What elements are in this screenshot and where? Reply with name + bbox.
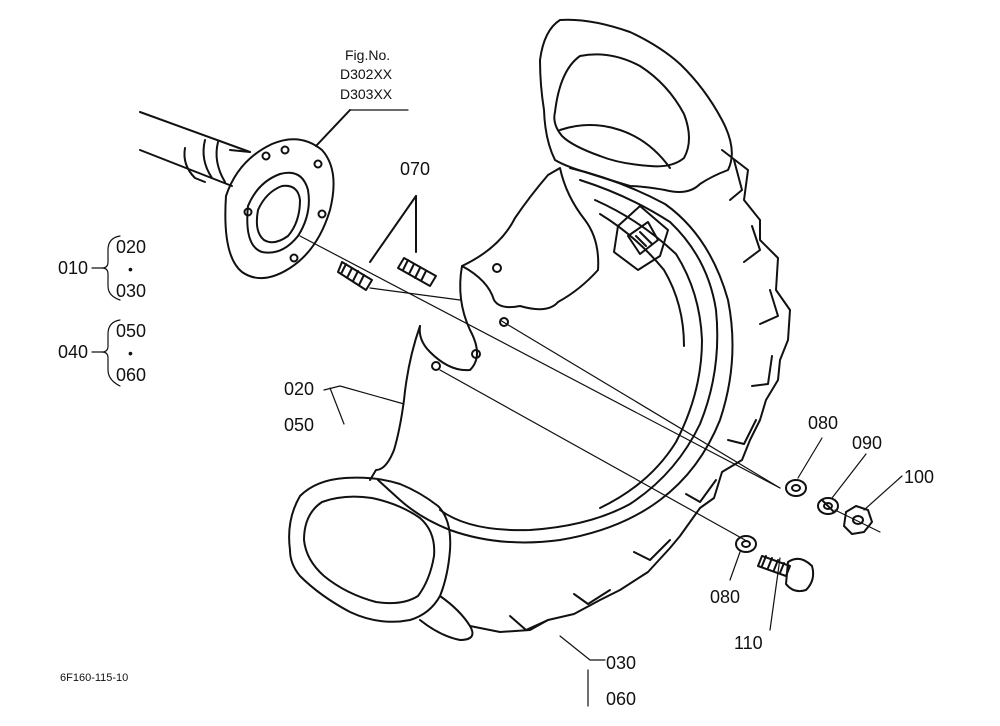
callout-040-a: 050	[116, 321, 147, 341]
nut-100	[843, 505, 873, 535]
wheel-studs	[337, 195, 437, 291]
callout-rim-050: 050	[284, 415, 315, 435]
leader-lines	[323, 109, 903, 707]
callout-040-sep: •	[128, 345, 133, 361]
lock-washer-090	[817, 497, 839, 515]
callout-010-b: 030	[116, 281, 147, 301]
wheel-rim	[369, 167, 734, 544]
group-brackets	[91, 235, 121, 387]
callout-070: 070	[400, 159, 431, 179]
assembly-axis-line	[299, 235, 881, 541]
callout-tire-060: 060	[606, 689, 637, 709]
callout-040-b: 060	[116, 365, 147, 385]
callout-080-bottom: 080	[710, 587, 741, 607]
callout-rim-020: 020	[284, 379, 315, 399]
callout-080-top: 080	[808, 413, 839, 433]
fig-number-1: D302XX	[340, 66, 393, 82]
fig-number-2: D303XX	[340, 86, 393, 102]
callout-010-a: 020	[116, 237, 147, 257]
callout-010-sep: •	[128, 261, 133, 277]
tire-tread-lugs	[469, 149, 791, 633]
tire-section-bottom	[288, 476, 474, 641]
hub-flange	[224, 109, 351, 279]
bolt-110	[757, 555, 815, 593]
washer-080-top	[785, 479, 807, 497]
tire-section-top	[539, 18, 733, 193]
drawing-code: 6F160-115-10	[60, 672, 129, 684]
axle-shaft	[139, 111, 251, 187]
callout-010: 010	[58, 258, 89, 278]
fig-label: Fig.No.	[345, 47, 391, 63]
callout-100: 100	[904, 467, 935, 487]
callout-040: 040	[58, 342, 89, 362]
callout-110: 110	[734, 633, 763, 653]
callout-090: 090	[852, 433, 883, 453]
callout-tire-030: 030	[606, 653, 637, 673]
washer-080-bottom	[735, 535, 757, 553]
tire-valve	[613, 205, 669, 271]
